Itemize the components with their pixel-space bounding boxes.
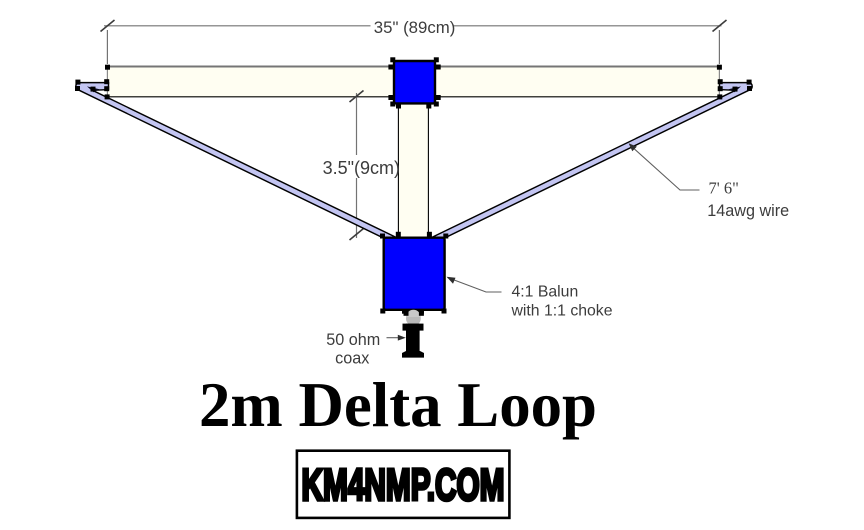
svg-text:2m Delta Loop: 2m Delta Loop xyxy=(199,370,597,440)
svg-text:with 1:1 choke: with 1:1 choke xyxy=(511,303,613,320)
svg-text:7' 6": 7' 6" xyxy=(709,179,739,198)
svg-text:coax: coax xyxy=(335,350,369,368)
svg-text:4:1 Balun: 4:1 Balun xyxy=(512,283,579,300)
svg-text:14awg wire: 14awg wire xyxy=(707,202,789,220)
svg-text:50 ohm: 50 ohm xyxy=(326,331,380,349)
svg-text:3.5"(9cm): 3.5"(9cm) xyxy=(323,158,400,178)
svg-text:35" (89cm): 35" (89cm) xyxy=(374,18,456,37)
svg-text:KM4NMP.COM: KM4NMP.COM xyxy=(302,461,505,510)
